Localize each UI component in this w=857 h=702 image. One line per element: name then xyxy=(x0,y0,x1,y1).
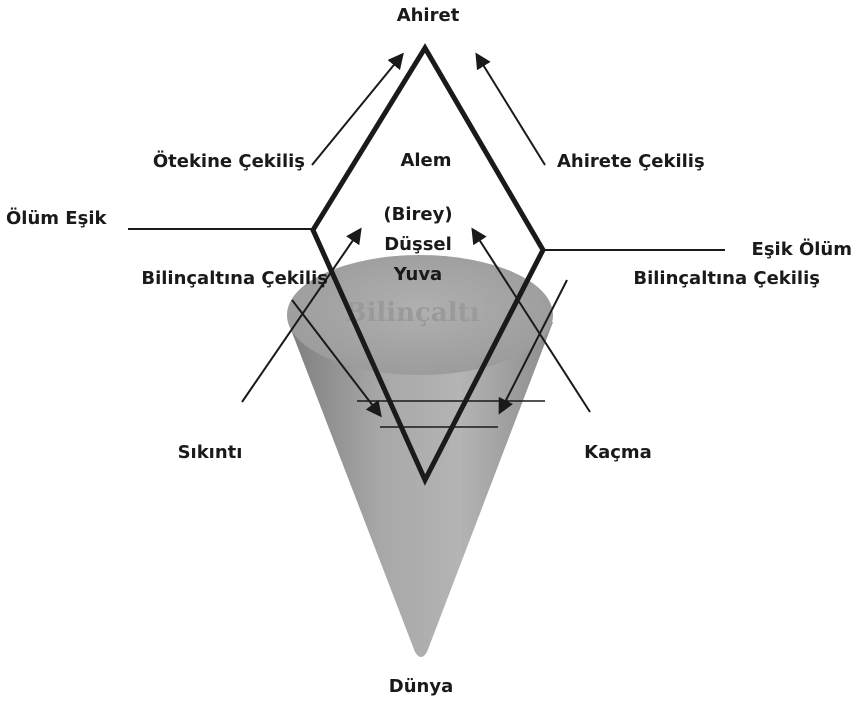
label-left-bilincaltina: Bilinçaltına Çekiliş xyxy=(141,268,328,289)
label-birey: (Birey) xyxy=(383,204,452,225)
label-esik-olum: Eşik Ölüm xyxy=(752,238,852,260)
label-alem: Alem xyxy=(400,150,451,171)
arrow-right-bilincaltina xyxy=(498,279,568,415)
label-dussel: Düşsel xyxy=(384,234,452,255)
label-dunya: Dünya xyxy=(389,676,453,697)
label-ahirete-cekilis: Ahirete Çekiliş xyxy=(557,151,705,172)
cone: Bilinçaltı xyxy=(287,255,553,657)
arrow-kacma xyxy=(471,227,591,413)
label-kacma: Kaçma xyxy=(584,442,652,463)
label-sikinti: Sıkıntı xyxy=(178,442,243,463)
cone-top-ellipse xyxy=(287,255,553,375)
arrow-otekine-cekilis xyxy=(311,52,404,166)
arrow-left-bilincaltina xyxy=(291,299,382,418)
label-right-bilincaltina: Bilinçaltına Çekiliş xyxy=(633,268,820,289)
label-otekine-cekilis: Ötekine Çekiliş xyxy=(153,150,305,172)
label-ahiret: Ahiret xyxy=(397,5,460,26)
arrow-sikinti xyxy=(241,227,362,403)
cone-body xyxy=(288,322,553,657)
diamond-shape xyxy=(310,43,546,486)
arrow-ahirete-cekilis xyxy=(475,52,546,166)
label-yuva: Yuva xyxy=(393,264,442,285)
cone-label: Bilinçaltı xyxy=(345,298,480,328)
label-olum-esik: Ölüm Eşik xyxy=(6,207,107,229)
